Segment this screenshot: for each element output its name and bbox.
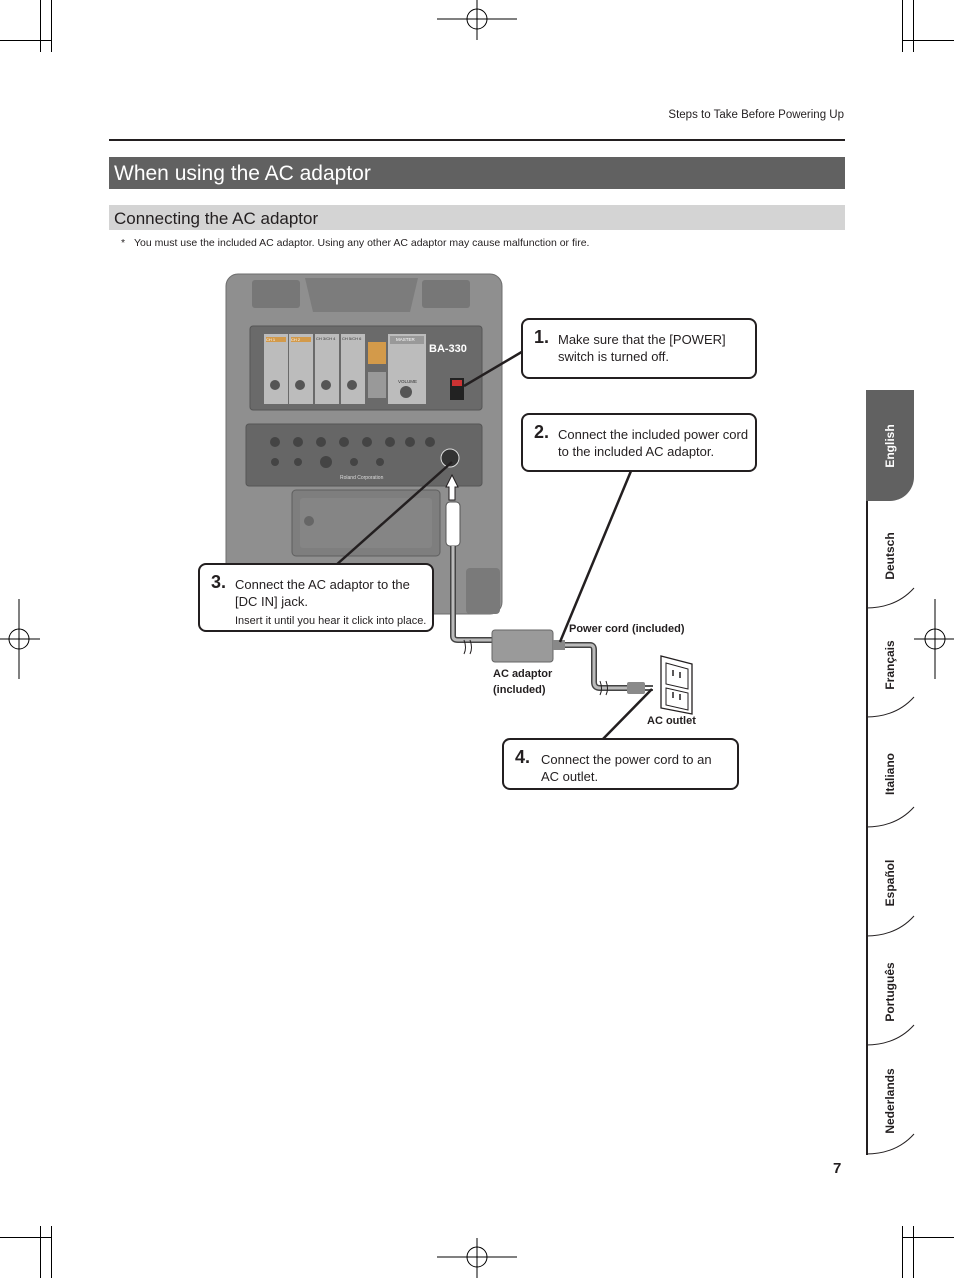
section-title: When using the AC adaptor bbox=[109, 157, 845, 189]
running-head: Steps to Take Before Powering Up bbox=[668, 109, 844, 121]
crop-mark bbox=[0, 1237, 52, 1238]
ac-adaptor bbox=[491, 629, 554, 663]
tab-label: English bbox=[883, 423, 897, 468]
tab-portugues[interactable]: Português bbox=[866, 937, 914, 1046]
tab-english[interactable]: English bbox=[866, 390, 914, 501]
crop-mark bbox=[902, 1226, 903, 1278]
tab-dividers bbox=[866, 587, 915, 1155]
step-text: Connect the power cord to an AC outlet. bbox=[541, 752, 712, 784]
step-4-callout: 4. Connect the power cord to an AC outle… bbox=[502, 738, 739, 790]
ac-outlet-label: AC outlet bbox=[647, 715, 696, 727]
amp-channel-label: CH 2 bbox=[291, 337, 301, 342]
step-2-callout: 2. Connect the included power cord to th… bbox=[521, 413, 757, 472]
crop-mark bbox=[913, 1226, 914, 1278]
crop-mark bbox=[902, 0, 903, 52]
connection-illustration: BA-330 MASTER VOLUME CH 1 CH 2 CH 3/CH 4… bbox=[225, 273, 693, 738]
registration-mark bbox=[0, 599, 40, 679]
note-marker: * bbox=[121, 237, 126, 249]
note-text: You must use the included AC adaptor. Us… bbox=[134, 237, 590, 249]
amp-channel-label: CH 3/CH 4 bbox=[316, 336, 336, 341]
dc-plug bbox=[445, 501, 461, 547]
crop-mark bbox=[902, 1237, 954, 1238]
amp-maker-label: Roland Corporation bbox=[340, 475, 384, 481]
step-text: Connect the included power cord to the i… bbox=[558, 427, 749, 459]
subsection-title: Connecting the AC adaptor bbox=[109, 205, 845, 230]
step-number: 4. bbox=[515, 747, 531, 767]
registration-mark bbox=[437, 0, 517, 40]
amplifier bbox=[225, 273, 503, 615]
tab-francais[interactable]: Français bbox=[866, 610, 914, 719]
crop-mark bbox=[40, 0, 41, 52]
power-plug bbox=[627, 682, 645, 694]
amp-volume-label: VOLUME bbox=[398, 379, 417, 384]
ac-outlet-icon bbox=[660, 655, 693, 715]
step-1-callout: 1. Make sure that the [POWER] switch is … bbox=[521, 318, 757, 379]
power-cord bbox=[565, 642, 627, 691]
crop-mark bbox=[0, 40, 52, 41]
leader-line bbox=[334, 461, 453, 567]
amp-model: BA-330 bbox=[429, 343, 467, 355]
leader-line bbox=[463, 348, 526, 388]
power-cord-label: Power cord (included) bbox=[569, 623, 685, 635]
step-3-callout: 3. Connect the AC adaptor to the [DC IN]… bbox=[198, 563, 434, 632]
registration-mark bbox=[437, 1238, 517, 1278]
leader-line bbox=[602, 688, 653, 738]
tab-deutsch[interactable]: Deutsch bbox=[866, 501, 914, 610]
step-number: 3. bbox=[211, 572, 227, 592]
tab-italiano[interactable]: Italiano bbox=[866, 719, 914, 828]
language-tabs: English Deutsch Français Italiano Españo… bbox=[866, 390, 914, 1155]
amp-section-label: MASTER bbox=[396, 337, 416, 342]
leader-line bbox=[558, 470, 633, 643]
tab-espanol[interactable]: Español bbox=[866, 828, 914, 937]
caution-note: * You must use the included AC adaptor. U… bbox=[121, 237, 589, 249]
step-text: Connect the AC adaptor to the [DC IN] ja… bbox=[235, 577, 410, 609]
header-rule bbox=[109, 139, 845, 141]
step-number: 2. bbox=[534, 422, 550, 442]
crop-mark bbox=[902, 40, 954, 41]
crop-mark bbox=[40, 1226, 41, 1278]
amp-channel-label: CH 1 bbox=[266, 337, 276, 342]
crop-mark bbox=[51, 0, 52, 52]
page-number: 7 bbox=[833, 1160, 842, 1177]
crop-mark bbox=[51, 1226, 52, 1278]
tab-nederlands[interactable]: Nederlands bbox=[866, 1046, 914, 1155]
step-text: Make sure that the [POWER] switch is tur… bbox=[558, 332, 726, 364]
amp-channel-label: CH 5/CH 6 bbox=[342, 336, 362, 341]
registration-mark bbox=[914, 599, 954, 679]
insert-arrow bbox=[445, 473, 459, 501]
crop-mark bbox=[913, 0, 914, 52]
ac-adaptor-label: AC adaptor (included) bbox=[493, 668, 553, 696]
step-number: 1. bbox=[534, 327, 550, 347]
step-subtext: Insert it until you hear it click into p… bbox=[235, 615, 427, 627]
